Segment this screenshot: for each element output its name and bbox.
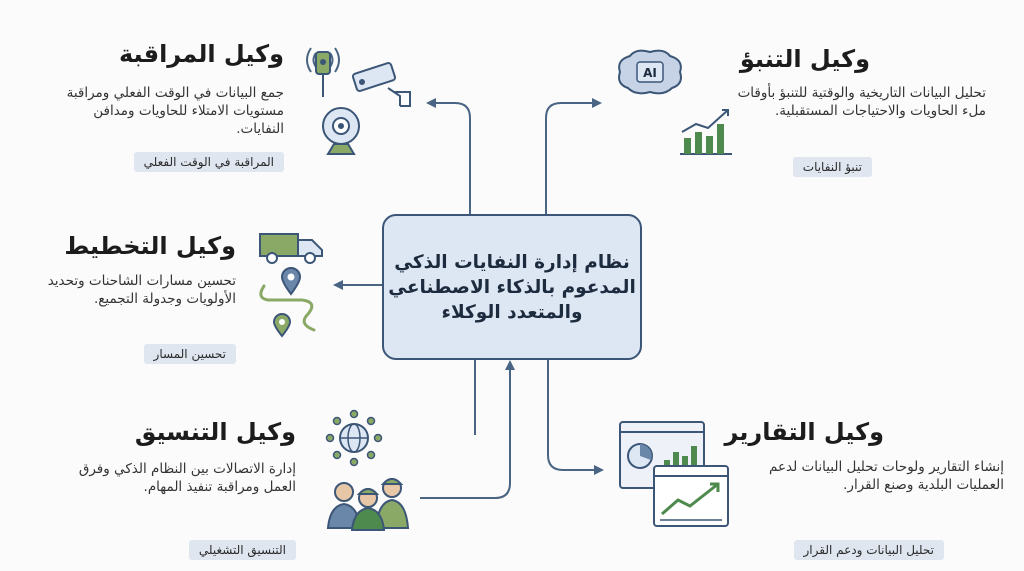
coordination-agent-tag: التنسيق التشغيلي xyxy=(188,540,296,560)
dashboard-report-icon xyxy=(619,421,729,527)
reporting-agent-title: وكيل التقارير xyxy=(724,418,884,446)
central-system-title: نظام إدارة النفايات الذكي المدعوم بالذكا… xyxy=(388,251,636,323)
planning-agent-description: تحسين مسارات الشاحنات وتحديد الأولويات و… xyxy=(47,273,236,307)
prediction-agent-title: وكيل التنبؤ xyxy=(739,45,870,73)
webcam-icon xyxy=(322,107,360,155)
prediction-agent-description: تحليل البيانات التاريخية والوقتية للتنبؤ… xyxy=(737,85,986,119)
svg-text:AI: AI xyxy=(643,66,657,80)
network-globe-icon xyxy=(325,409,383,467)
arrow-to-reporting xyxy=(547,356,604,475)
route-path-icon xyxy=(259,284,316,338)
workers-icon xyxy=(326,478,410,531)
arrow-to-prediction xyxy=(545,98,602,214)
planning-agent-title: وكيل التخطيط xyxy=(64,232,236,260)
reporting-agent-tag: تحليل البيانات ودعم القرار xyxy=(793,540,944,560)
monitoring-agent-title: وكيل المراقبة xyxy=(119,40,284,68)
map-pin-icon xyxy=(280,267,302,296)
monitoring-agent-description: جمع البيانات في الوقت الفعلي ومراقبة مست… xyxy=(66,85,284,137)
ai-brain-icon: AI xyxy=(618,49,682,95)
prediction-agent-tag: تنبؤ النفايات xyxy=(792,157,872,177)
truck-icon xyxy=(259,233,323,264)
sensor-icon xyxy=(306,47,340,97)
planning-agent-tag: تحسين المسار xyxy=(143,344,236,364)
reporting-agent-description: إنشاء التقارير ولوحات تحليل البيانات لدع… xyxy=(768,459,1004,493)
coordination-agent-title: وكيل التنسيق xyxy=(134,418,296,446)
coordination-agent-description: إدارة الاتصالات بين النظام الذكي وفرق ال… xyxy=(78,461,296,495)
central-system-box: نظام إدارة النفايات الذكي المدعوم بالذكا… xyxy=(382,214,642,360)
growth-chart-icon xyxy=(680,109,732,155)
arrow-to-monitoring xyxy=(426,98,471,214)
monitoring-agent-tag: المراقبة في الوقت الفعلي xyxy=(133,152,284,172)
arrow-from-coordination xyxy=(420,360,515,499)
cctv-camera-icon xyxy=(351,62,411,107)
